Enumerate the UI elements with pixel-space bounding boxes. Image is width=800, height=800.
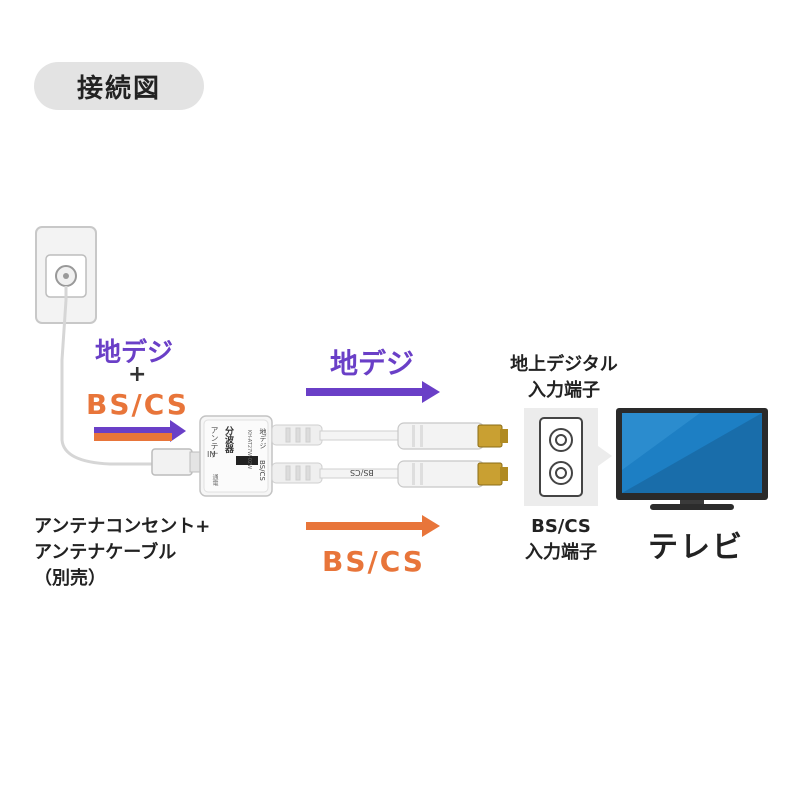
tv-icon <box>616 408 768 510</box>
middle-terrestrial-arrow <box>306 381 440 403</box>
left-terrestrial-arrow <box>94 420 186 442</box>
output-connector-bscs <box>397 460 508 488</box>
device-model-text: KH-AT27W-02W <box>246 430 252 470</box>
terrestrial-port-label: 地上デジタル 入力端子 <box>498 352 630 404</box>
page-title: 接続図 <box>34 62 204 110</box>
middle-bscs-label: BS/CS <box>322 545 425 578</box>
output-connector-terrestrial <box>397 422 508 450</box>
bscs-port-label: BS/CS 入力端子 <box>506 514 616 566</box>
tv-input-panel <box>524 408 612 506</box>
middle-bscs-arrow <box>306 515 440 537</box>
input-connector <box>151 448 203 476</box>
device-power-text: 通電 <box>211 474 218 486</box>
cable-print-text: BS/CS <box>350 468 374 477</box>
middle-terrestrial-label: 地デジ <box>330 347 415 380</box>
left-bscs-label: BS/CS <box>86 388 189 421</box>
bscs-port-label-line: BS/CS <box>531 516 591 537</box>
device-antenna-text: アンテナ <box>210 426 219 458</box>
output-cables <box>271 424 403 484</box>
device-chideji-text: 地デジ <box>259 428 267 449</box>
source-label-line: （別売） <box>34 568 106 589</box>
left-plus-sign: + <box>128 362 147 387</box>
terrestrial-port-label-line: 入力端子 <box>528 380 600 401</box>
wall-outlet-icon <box>35 226 97 324</box>
left-terrestrial-label: 地デジ <box>95 338 174 368</box>
source-label-line: アンテナコンセント+ <box>34 516 211 537</box>
antenna-cable <box>60 286 158 466</box>
device-bscs-text: BS/CS <box>258 460 266 481</box>
tv-label: テレビ <box>648 530 744 565</box>
bscs-port-label-line: 入力端子 <box>525 542 597 563</box>
terrestrial-port-label-line: 地上デジタル <box>510 354 618 375</box>
left-bscs-arrow-shaft <box>94 433 172 441</box>
splitter-device <box>199 415 273 497</box>
device-splitter-text: 分波器 <box>223 426 233 453</box>
source-label: アンテナコンセント+ アンテナケーブル （別売） <box>34 514 210 592</box>
source-label-line: アンテナケーブル <box>34 542 177 563</box>
device-input-label: IN <box>207 450 216 459</box>
